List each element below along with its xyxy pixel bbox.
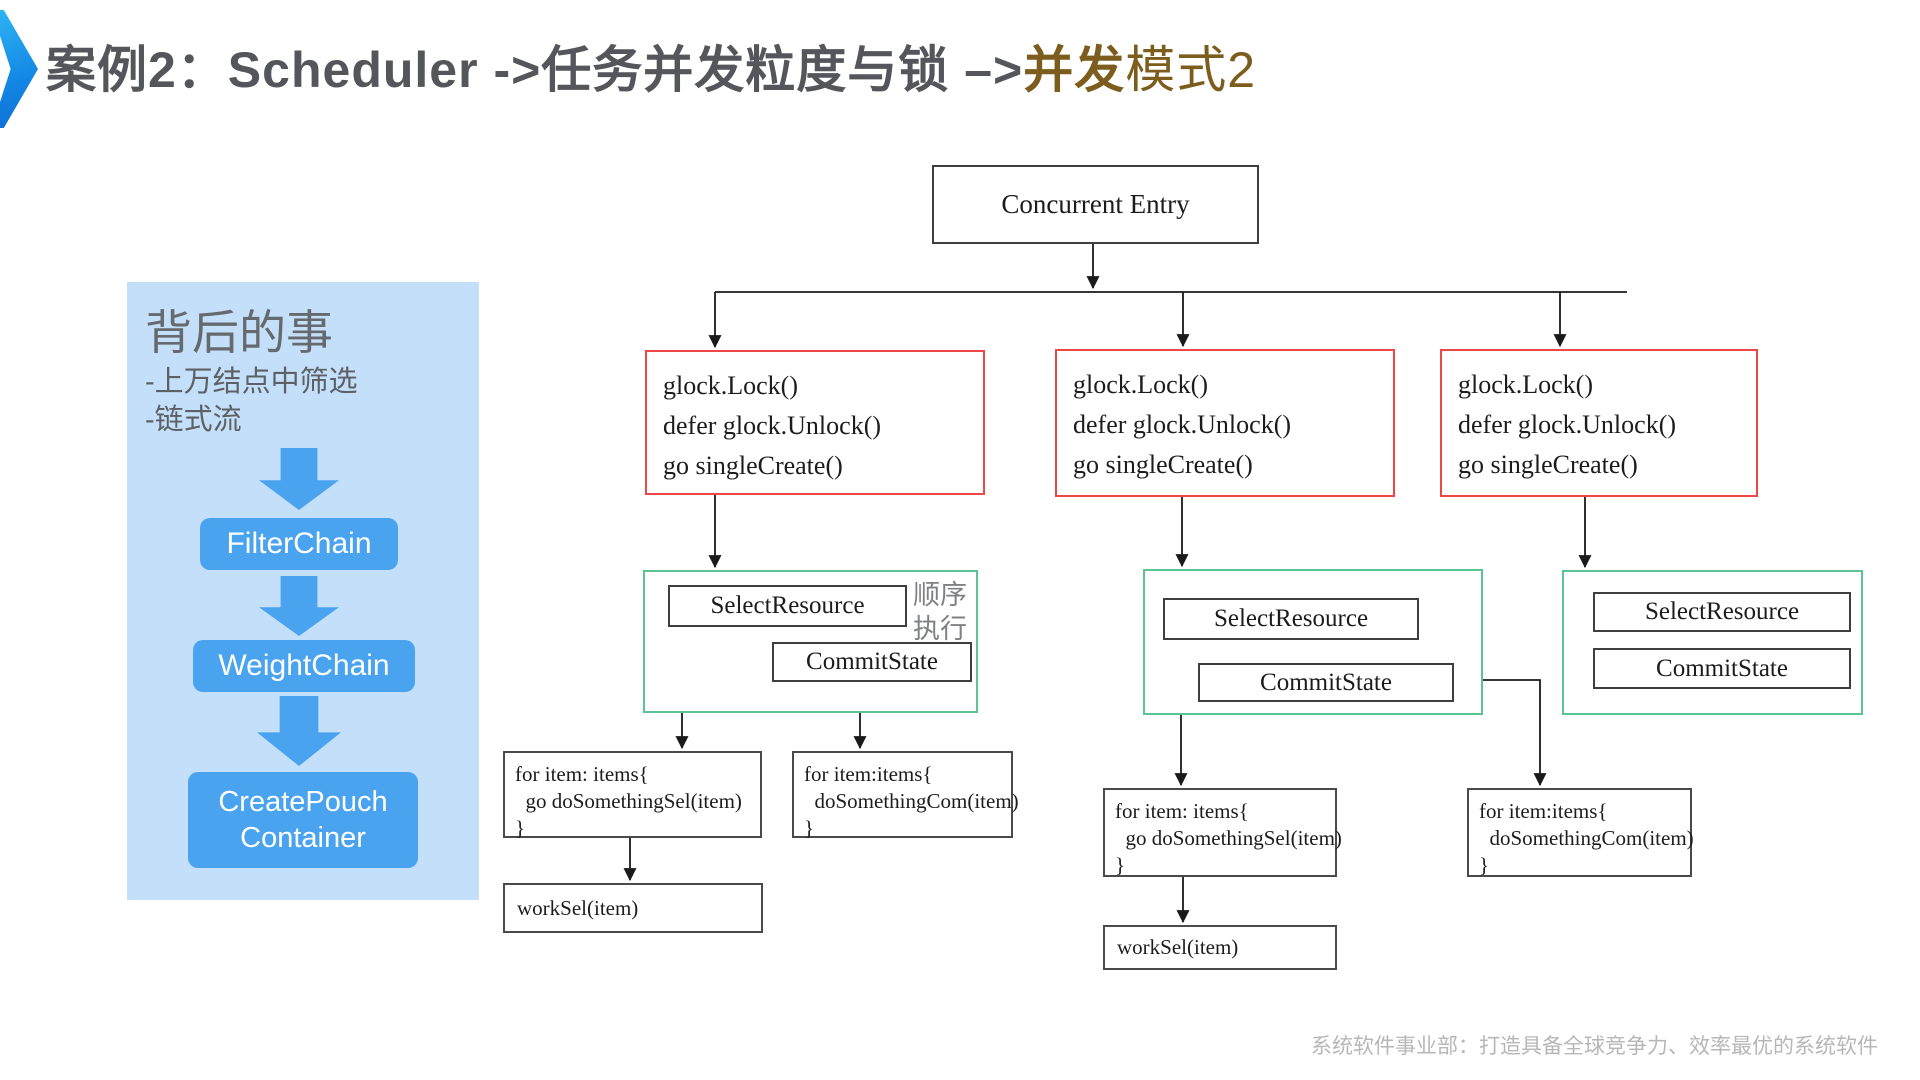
code-line: doSomethingCom(item) <box>1479 826 1694 850</box>
code-line: glock.Lock() <box>1458 370 1594 399</box>
loop-com-box-1: for item:items{ doSomethingCom(item) } <box>792 751 1019 840</box>
title-highlight: 并发 <box>1023 42 1126 98</box>
panel-bullet-2: -链式流 <box>145 404 242 436</box>
panel-heading: 背后的事 <box>145 306 333 359</box>
panel-bullet-1: -上万结点中筛选 <box>145 366 358 398</box>
code-line: } <box>1479 853 1490 877</box>
code-line: for item:items{ <box>804 762 933 786</box>
code-line: doSomethingCom(item) <box>804 789 1019 813</box>
code-line: defer glock.Unlock() <box>663 411 882 440</box>
sequential-note: 顺序 执行 <box>913 580 967 644</box>
accent-chevron-icon <box>0 10 38 128</box>
title-main: 案例2：Scheduler ->任务并发粒度与锁 –> <box>46 42 1024 98</box>
down-arrow-icon <box>259 576 339 636</box>
code-line: defer glock.Unlock() <box>1073 410 1292 439</box>
work-sel-box-2: workSel(item) <box>1103 925 1337 970</box>
loop-sel-box-1: for item: items{ go doSomethingSel(item)… <box>503 751 762 840</box>
lock-code-box-2: glock.Lock() defer glock.Unlock() go sin… <box>1055 349 1395 497</box>
footer-text: 系统软件事业部：打造具备全球竞争力、效率最优的系统软件 <box>1311 1035 1878 1058</box>
code-line: defer glock.Unlock() <box>1458 410 1677 439</box>
down-arrow-icon <box>259 448 339 510</box>
commit-state-node-2: CommitState <box>1198 663 1454 702</box>
code-line: for item:items{ <box>1479 799 1608 823</box>
code-line: for item: items{ <box>515 762 649 786</box>
select-resource-node-3: SelectResource <box>1593 592 1851 632</box>
code-line: glock.Lock() <box>1073 370 1209 399</box>
work-sel-box-1: workSel(item) <box>503 883 763 933</box>
title-suffix: 模式2 <box>1125 42 1257 98</box>
code-line: go doSomethingSel(item) <box>1115 826 1342 850</box>
code-line: } <box>1115 853 1126 877</box>
code-line: } <box>515 816 526 840</box>
select-resource-node-2: SelectResource <box>1163 598 1419 640</box>
select-resource-node-1: SelectResource <box>668 585 907 627</box>
loop-com-box-2: for item:items{ doSomethingCom(item) } <box>1467 788 1694 877</box>
code-line: go singleCreate() <box>1073 450 1253 479</box>
step-weightchain: WeightChain <box>193 640 415 692</box>
side-panel: 背后的事 -上万结点中筛选 -链式流 FilterChain WeightCha… <box>127 282 479 900</box>
code-line: go singleCreate() <box>663 451 843 480</box>
code-line: for item: items{ <box>1115 799 1249 823</box>
loop-sel-box-2: for item: items{ go doSomethingSel(item)… <box>1103 788 1342 877</box>
commit-state-node-3: CommitState <box>1593 648 1851 689</box>
entry-node: Concurrent Entry <box>932 165 1259 244</box>
slide-title: 案例2：Scheduler ->任务并发粒度与锁 –>并发模式2 <box>46 30 1256 102</box>
code-line: go singleCreate() <box>1458 450 1638 479</box>
code-line: } <box>804 816 815 840</box>
step-filterchain: FilterChain <box>200 518 398 570</box>
lock-code-box-1: glock.Lock() defer glock.Unlock() go sin… <box>645 350 985 495</box>
code-line: glock.Lock() <box>663 371 799 400</box>
code-line: go doSomethingSel(item) <box>515 789 742 813</box>
lock-code-box-3: glock.Lock() defer glock.Unlock() go sin… <box>1440 349 1758 497</box>
down-arrow-icon <box>257 696 341 766</box>
commit-state-node-1: CommitState <box>772 642 972 682</box>
step-createpouch-container: CreatePouch Container <box>188 772 418 868</box>
